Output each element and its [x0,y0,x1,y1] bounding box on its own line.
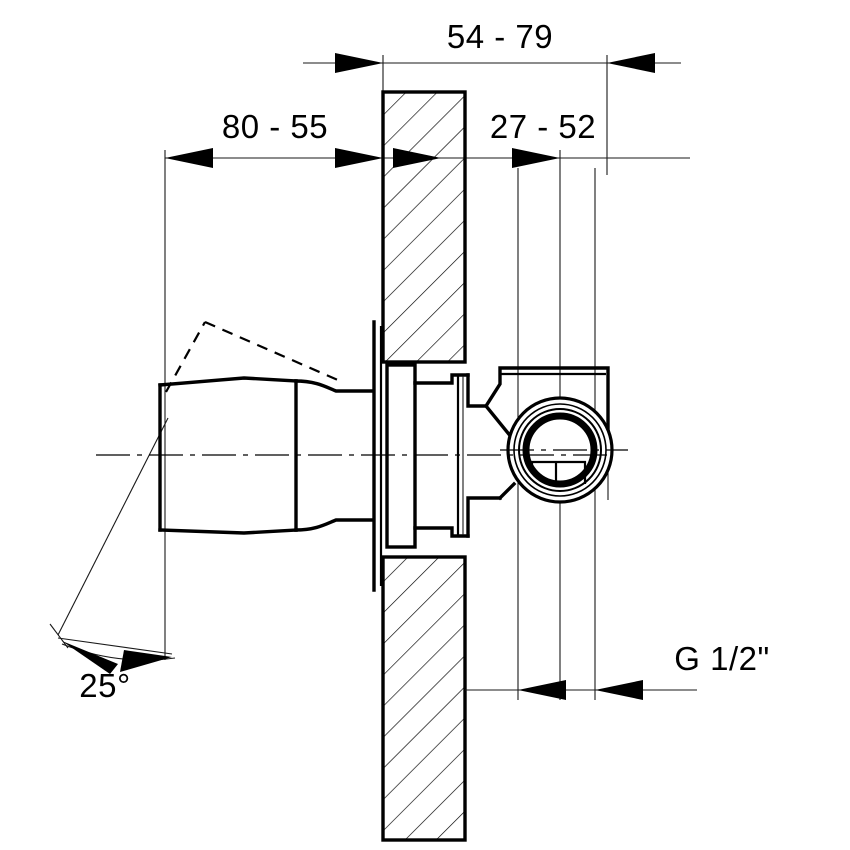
dimension-inlet-thread: G 1/2" [465,640,769,700]
dimension-overall-depth: 54 - 79 [303,18,681,73]
wall-cross-section-upper [381,90,467,364]
angle-leader-lines: 25° [49,417,176,704]
handle-open-position-dashed-outline [165,320,341,393]
dimension-label-projection-left: 80 - 55 [222,108,328,145]
valve-body-housing [466,366,610,538]
dimension-label-inlet-thread: G 1/2" [674,640,769,677]
dimension-label-handle-swing-angle: 25° [79,667,130,704]
valve-spindle-sleeve [294,379,374,532]
dimension-label-projection-right: 27 - 52 [490,108,596,145]
escutcheon-plate [372,320,417,592]
wall-cross-section-lower [381,555,467,842]
dimension-label-overall-depth: 54 - 79 [447,18,553,55]
spindle-collar [413,373,470,538]
centerlines [96,449,628,456]
